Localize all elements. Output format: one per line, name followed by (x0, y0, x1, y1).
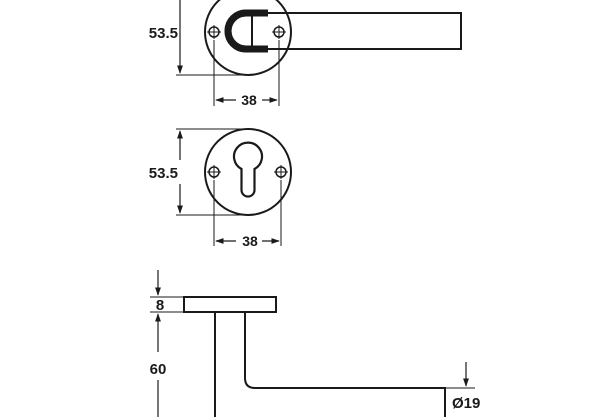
screw-hole-right-icon (272, 25, 286, 39)
screw-hole-left-icon (207, 165, 221, 179)
width-dimension-label: 38 (241, 92, 257, 108)
rose-plate (183, 296, 277, 313)
lever-bar (251, 12, 462, 50)
projection-label: 60 (150, 361, 167, 378)
escutcheon-outline (204, 128, 292, 216)
screw-hole-left-icon (207, 25, 221, 39)
screw-hole-right-icon (274, 165, 288, 179)
keyhole-cutout-icon (232, 141, 264, 198)
rose-outline (204, 0, 292, 76)
height-dimension-label: 53.5 (149, 165, 178, 182)
rose-thickness-label: 8 (156, 297, 164, 314)
width-dimension-label: 38 (242, 233, 258, 249)
handle-side-view: 8 60 Ø19 (150, 270, 480, 417)
lever-rose-front-view: 53.5 38 (149, 0, 462, 108)
lever-diameter-label: Ø19 (452, 395, 480, 412)
height-dimension-label: 53.5 (149, 25, 178, 42)
keyhole-rose-front-view: 53.5 38 (149, 128, 292, 249)
lever-body (214, 312, 446, 417)
